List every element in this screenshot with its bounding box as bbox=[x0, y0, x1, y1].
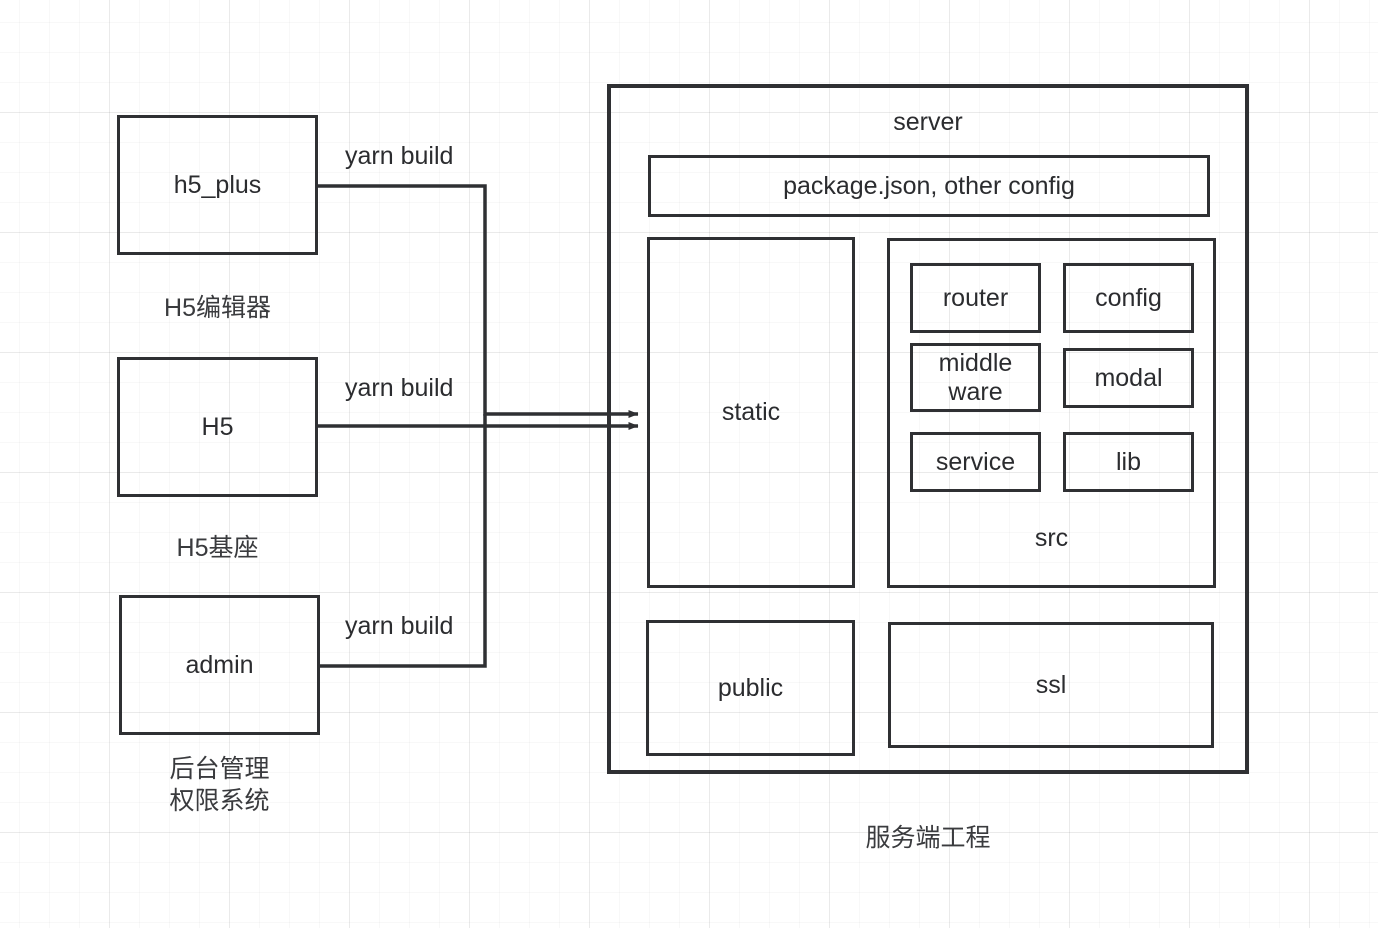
node-h5[interactable]: H5 bbox=[117, 357, 318, 497]
node-config-label: config bbox=[1095, 283, 1162, 312]
node-middleware-label: middle ware bbox=[938, 348, 1013, 406]
node-static[interactable]: static bbox=[647, 237, 855, 588]
node-h5-label: H5 bbox=[201, 412, 234, 441]
node-modal[interactable]: modal bbox=[1063, 348, 1194, 408]
node-static-label: static bbox=[721, 398, 781, 426]
node-public[interactable]: public bbox=[646, 620, 855, 756]
node-config[interactable]: config bbox=[1063, 263, 1194, 333]
node-lib[interactable]: lib bbox=[1063, 432, 1194, 492]
edge-label-h5-plus: yarn build bbox=[345, 142, 454, 170]
node-modal-label: modal bbox=[1094, 363, 1163, 392]
node-ssl[interactable]: ssl bbox=[888, 622, 1214, 748]
node-ssl-label: ssl bbox=[1035, 670, 1067, 699]
node-middleware[interactable]: middle ware bbox=[910, 343, 1041, 412]
node-h5-plus[interactable]: h5_plus bbox=[117, 115, 318, 255]
caption-server: 服务端工程 bbox=[865, 824, 991, 852]
node-router-label: router bbox=[942, 283, 1009, 312]
edge-label-h5: yarn build bbox=[345, 374, 454, 402]
caption-admin: 后台管理 权限系统 bbox=[169, 755, 270, 815]
node-service-label: service bbox=[935, 447, 1016, 476]
edge-label-admin: yarn build bbox=[345, 612, 454, 640]
node-admin-label: admin bbox=[185, 650, 254, 679]
node-lib-label: lib bbox=[1115, 447, 1141, 476]
node-package-config-label: package.json, other config bbox=[783, 171, 1075, 200]
node-admin[interactable]: admin bbox=[119, 595, 320, 735]
node-package-config[interactable]: package.json, other config bbox=[648, 155, 1210, 217]
node-service[interactable]: service bbox=[910, 432, 1041, 492]
group-server-title: server bbox=[893, 108, 963, 136]
caption-h5: H5基座 bbox=[176, 534, 259, 562]
caption-h5-plus: H5编辑器 bbox=[164, 294, 271, 322]
node-public-label: public bbox=[717, 673, 784, 702]
group-src-title: src bbox=[1034, 524, 1069, 553]
group-src: src bbox=[887, 238, 1216, 588]
group-server: server bbox=[607, 84, 1249, 774]
node-h5-plus-label: h5_plus bbox=[173, 170, 262, 199]
node-router[interactable]: router bbox=[910, 263, 1041, 333]
